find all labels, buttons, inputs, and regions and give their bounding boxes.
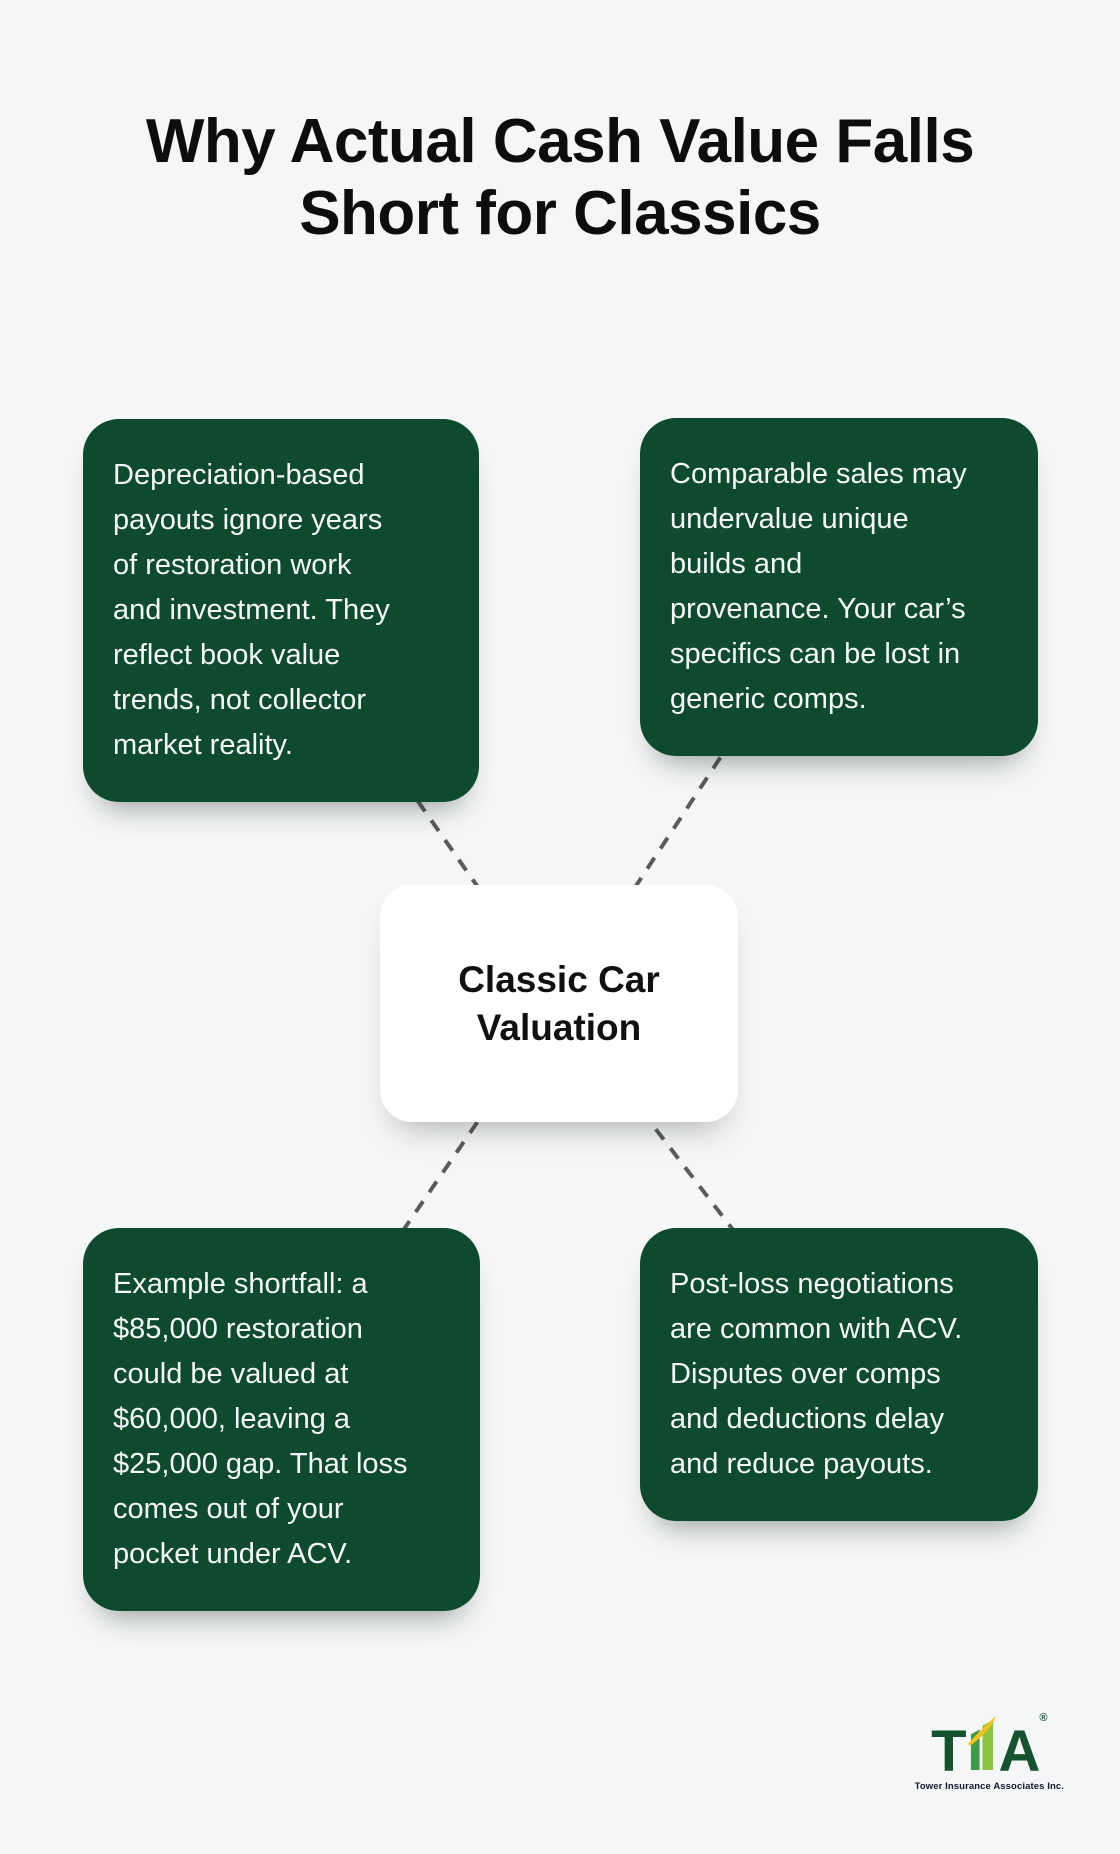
central-node: Classic Car Valuation	[380, 885, 738, 1122]
info-card-bottom-left: Example shortfall: a $85,000 restoration…	[83, 1228, 480, 1611]
tower-icon	[967, 1714, 997, 1775]
logo-acronym: T A ®	[931, 1712, 1048, 1785]
brand-logo: T A ® Tower Insurance Associates Inc.	[914, 1712, 1064, 1792]
logo-tagline: Tower Insurance Associates Inc.	[914, 1781, 1064, 1792]
info-card-top-left-text: Depreciation-based payouts ignore years …	[113, 459, 390, 761]
info-card-top-right-text: Comparable sales may undervalue unique b…	[670, 458, 967, 715]
page-title: Why Actual Cash Value Falls Short for Cl…	[0, 106, 1120, 250]
registered-trademark-icon: ®	[1039, 1712, 1048, 1724]
info-card-top-right: Comparable sales may undervalue unique b…	[640, 418, 1038, 756]
info-card-bottom-right-text: Post-loss negotiations are common with A…	[670, 1268, 963, 1480]
info-card-bottom-right: Post-loss negotiations are common with A…	[640, 1228, 1038, 1521]
logo-letter-a: A	[998, 1719, 1041, 1785]
central-node-label: Classic Car Valuation	[458, 959, 660, 1048]
page-title-text: Why Actual Cash Value Falls Short for Cl…	[145, 107, 975, 248]
logo-letter-t: T	[931, 1719, 966, 1785]
info-card-top-left: Depreciation-based payouts ignore years …	[83, 419, 479, 802]
info-card-bottom-left-text: Example shortfall: a $85,000 restoration…	[113, 1268, 408, 1570]
